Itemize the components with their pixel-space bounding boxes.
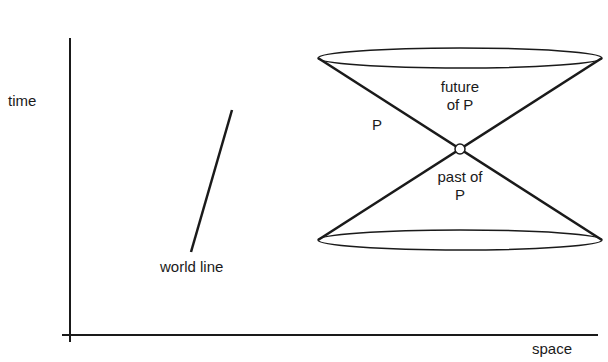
cone-edge <box>318 58 602 240</box>
world-line <box>191 110 232 252</box>
time-axis <box>69 38 71 342</box>
line-label: world line <box>160 258 223 276</box>
region-label: future of P <box>435 78 485 114</box>
cone-edge <box>318 58 602 240</box>
cone-bottom-ellipse <box>318 230 602 250</box>
space-axis <box>62 334 598 336</box>
point-label: P <box>372 116 382 134</box>
axis-label: space <box>532 340 572 358</box>
region-label: past of P <box>435 168 485 204</box>
event-point <box>455 144 465 154</box>
axis-label: time <box>8 92 36 110</box>
cone-top-ellipse <box>318 48 602 68</box>
